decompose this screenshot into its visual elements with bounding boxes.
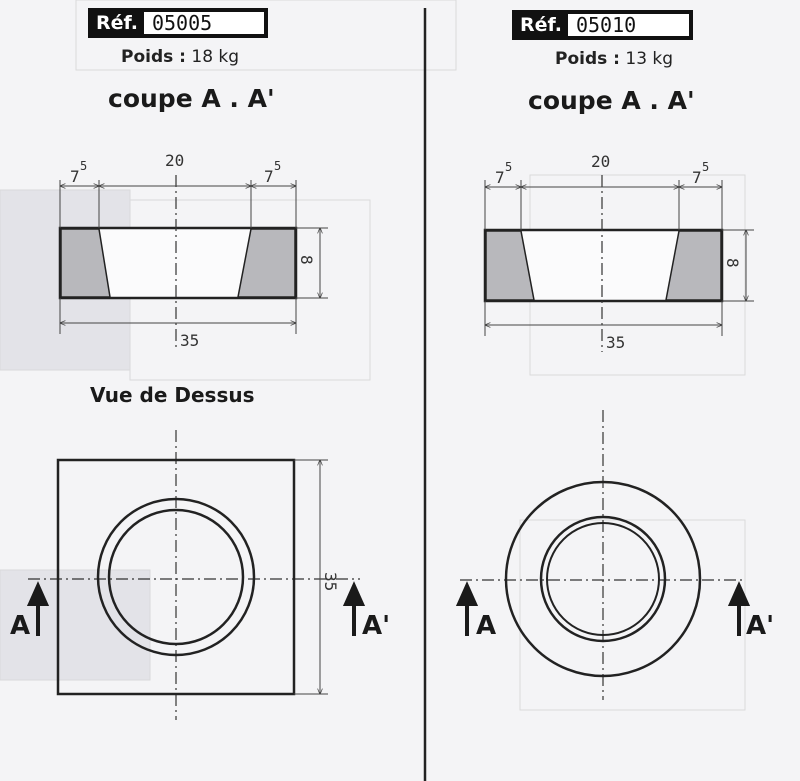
left-weight-value: 18 kg — [191, 47, 240, 67]
right-weight-value: 13 kg — [625, 49, 674, 69]
left-cut-arrow-left-icon — [26, 581, 50, 636]
right-cut-label-left: A — [476, 611, 496, 641]
right-section-title: coupe A . A' — [528, 86, 695, 115]
left-dim-side-right: 7 — [264, 167, 274, 186]
right-section-hatch-left — [485, 230, 535, 301]
right-reference-box: Réf. 05010 — [512, 10, 693, 40]
left-reference-label: Réf. — [96, 12, 138, 34]
left-section-hatch-left — [60, 228, 111, 298]
right-cut-label-right: A' — [746, 611, 774, 641]
background-ghost — [0, 0, 746, 711]
left-top-outer-ring — [96, 497, 256, 657]
left-dim-side-right-sup: 5 — [274, 159, 281, 173]
left-reference-value: 05005 — [143, 12, 264, 34]
left-dim-side-left: 7 — [70, 167, 80, 186]
left-reference-box: Réf. 05005 — [88, 8, 268, 38]
right-dim-side-right: 7 — [692, 168, 702, 187]
left-section-title: coupe A . A' — [108, 84, 275, 113]
right-dim-center: 20 — [591, 152, 610, 171]
left-top-view: 35 A A' — [10, 430, 390, 720]
right-cut-arrow-right-icon — [727, 581, 751, 636]
right-reference-value: 05010 — [567, 14, 689, 36]
left-top-inner-ring — [107, 508, 245, 646]
right-dim-side-left-sup: 5 — [505, 160, 512, 174]
right-cut-arrow-left-icon — [455, 581, 479, 636]
left-weight: Poids : 18 kg — [121, 47, 239, 67]
left-cut-label-right: A' — [362, 611, 390, 641]
right-dim-side-right-sup: 5 — [702, 160, 709, 174]
left-top-square — [56, 458, 296, 696]
left-top-dim-overall: 35 — [321, 572, 340, 591]
left-dim-side-left-sup: 5 — [80, 159, 87, 173]
left-cut-arrow-right-icon — [342, 581, 366, 636]
right-weight: Poids : 13 kg — [555, 49, 673, 69]
right-section-hatch-right — [665, 230, 722, 301]
right-top-outer-ring — [504, 480, 702, 678]
left-section-view: 7 5 20 7 5 8 35 — [58, 151, 328, 350]
left-dim-center: 20 — [165, 151, 184, 170]
left-weight-label: Poids : — [121, 47, 186, 67]
right-top-view: A A' — [455, 410, 774, 700]
right-dim-side-left: 7 — [495, 168, 505, 187]
left-top-view-title: Vue de Dessus — [90, 383, 255, 407]
right-weight-label: Poids : — [555, 49, 620, 69]
right-top-mid-ring — [539, 515, 667, 643]
right-top-inner-ring — [546, 522, 660, 636]
right-dim-overall: 35 — [606, 333, 625, 352]
left-dim-height: 8 — [297, 255, 316, 265]
right-dim-height: 8 — [723, 258, 742, 268]
left-section-hatch-right — [237, 228, 296, 298]
left-dim-overall: 35 — [180, 331, 199, 350]
right-section-view: 7 5 20 7 5 8 35 — [483, 152, 754, 352]
left-cut-label-left: A — [10, 611, 30, 641]
right-reference-label: Réf. — [520, 14, 562, 36]
